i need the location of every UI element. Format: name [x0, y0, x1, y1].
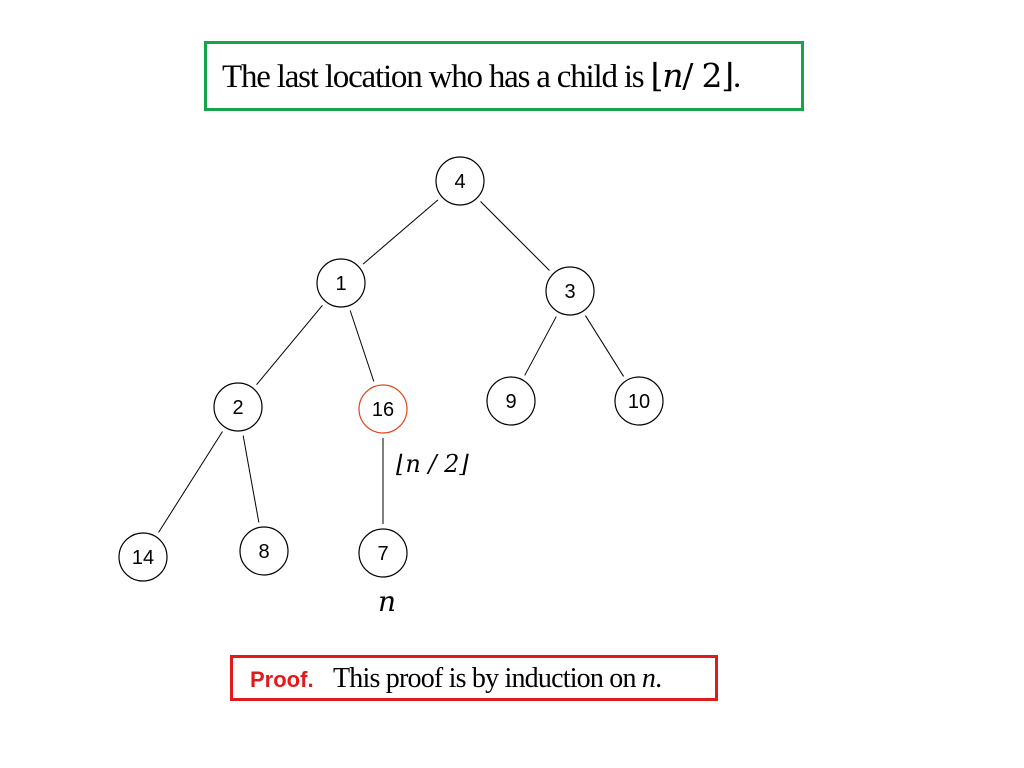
- tree-edges: [158, 199, 625, 533]
- claim-text: The last location who has a child is: [222, 59, 645, 95]
- tree-edge-3-9: [524, 316, 557, 376]
- tree-edge-4-3: [480, 201, 550, 271]
- tree-node-1: 1: [316, 258, 366, 308]
- tree-node-16: 16: [358, 384, 408, 434]
- claim-floor-expression: ⌊n/ 2⌋: [650, 56, 735, 95]
- floor-n-over-2-annotation: ⌊n / 2⌋: [396, 450, 469, 478]
- node-label: 10: [628, 391, 650, 413]
- tree-nodes: 4 1 3 2 16 9 10 14 8 7: [118, 156, 664, 582]
- tree-node-3: 3: [545, 266, 595, 316]
- proof-statement: This proof is by induction on n.: [333, 663, 662, 695]
- tree-node-9: 9: [486, 376, 536, 426]
- node-circle: [486, 376, 536, 426]
- node-label: 14: [132, 547, 154, 569]
- claim-period: .: [732, 59, 741, 95]
- proof-text: This proof is by induction on: [333, 663, 636, 694]
- tree-node-8: 8: [239, 526, 289, 576]
- floor-close-bracket: ⌋: [721, 56, 734, 95]
- claim-div-two: / 2: [682, 56, 722, 95]
- tree-edge-2-8: [242, 435, 260, 523]
- node-circle: [358, 384, 408, 434]
- tree-node-2: 2: [213, 382, 263, 432]
- node-circle: [614, 376, 664, 426]
- node-label: 16: [372, 399, 394, 421]
- proof-label: Proof.: [250, 667, 314, 692]
- node-label: 1: [335, 273, 346, 295]
- node-circle: [358, 528, 408, 578]
- proof-period: .: [655, 663, 662, 694]
- tree-edge-1-16: [349, 310, 375, 382]
- node-circle: [545, 266, 595, 316]
- node-circle: [435, 156, 485, 206]
- tree-node-10: 10: [614, 376, 664, 426]
- node-label: 9: [505, 391, 516, 413]
- node-label: 4: [454, 171, 465, 193]
- node-circle: [239, 526, 289, 576]
- node-label: 2: [232, 397, 243, 419]
- node-circle: [316, 258, 366, 308]
- node-circle: [118, 532, 168, 582]
- tree-edge-2-14: [158, 431, 223, 533]
- tree-node-4: 4: [435, 156, 485, 206]
- node-label: 7: [377, 543, 388, 565]
- node-circle: [213, 382, 263, 432]
- proof-box: Proof. This proof is by induction on n.: [230, 655, 718, 701]
- node-label: 8: [258, 541, 269, 563]
- node-label: 3: [564, 281, 575, 303]
- tree-edge-3-10: [584, 315, 625, 377]
- tree-edge-4-1: [362, 199, 439, 265]
- tree-edge-1-2: [256, 304, 323, 386]
- tree-node-14: 14: [118, 532, 168, 582]
- n-annotation: n: [378, 585, 396, 618]
- claim-box: The last location who has a child is ⌊n/…: [204, 41, 804, 111]
- claim-var-n: n: [662, 56, 683, 95]
- proof-var-n: n: [641, 663, 656, 694]
- claim-statement: The last location who has a child is ⌊n/…: [222, 56, 741, 96]
- floor-open-bracket: ⌊: [650, 56, 664, 95]
- tree-node-7: 7: [358, 528, 408, 578]
